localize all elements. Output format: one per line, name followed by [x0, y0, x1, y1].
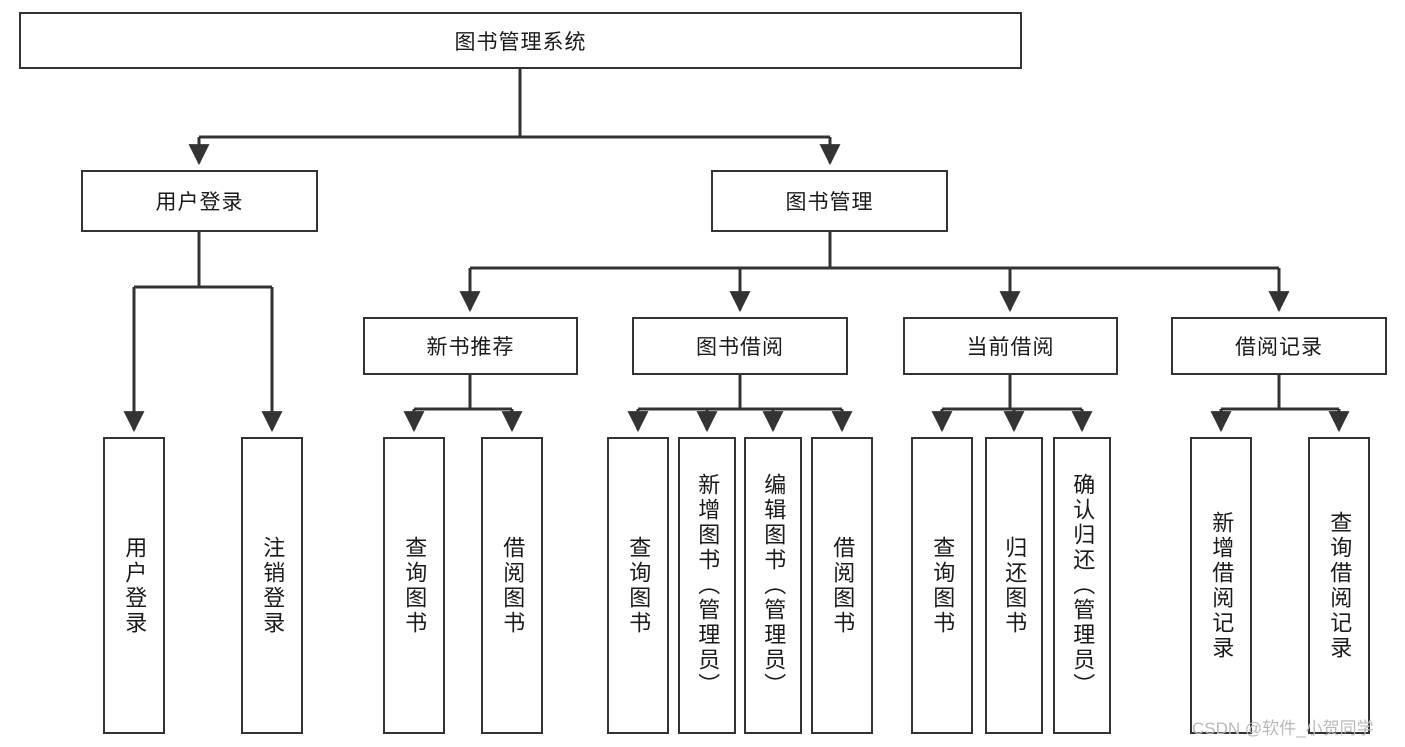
node-label: 查询图书 — [626, 535, 652, 636]
node-label: 图书管理 — [785, 191, 874, 214]
node-leaf-borrow-book-recommend[interactable]: 借阅图书 — [481, 437, 543, 734]
node-level3-borrow-record[interactable]: 借阅记录 — [1171, 317, 1387, 375]
node-label: 图书管理系统 — [454, 30, 587, 54]
node-leaf-edit-book-admin[interactable]: 编辑图书（管理员） — [744, 437, 802, 734]
node-root[interactable]: 图书管理系统 — [19, 12, 1022, 69]
node-label: 图书借阅 — [696, 336, 784, 359]
node-label: 借阅图书 — [830, 535, 856, 636]
node-leaf-query-borrow-record[interactable]: 查询借阅记录 — [1308, 437, 1370, 734]
node-level3-new-book-recommend[interactable]: 新书推荐 — [363, 317, 578, 375]
node-label: 用户登录 — [155, 191, 244, 214]
node-level2-user-login[interactable]: 用户登录 — [81, 170, 318, 232]
node-leaf-query-book-recommend[interactable]: 查询图书 — [383, 437, 445, 734]
node-label: 新书推荐 — [426, 336, 515, 359]
node-level2-book-management[interactable]: 图书管理 — [711, 170, 948, 232]
node-leaf-borrow-book[interactable]: 借阅图书 — [811, 437, 873, 734]
node-leaf-query-book-current[interactable]: 查询图书 — [911, 437, 973, 734]
node-leaf-return-book[interactable]: 归还图书 — [985, 437, 1043, 734]
node-leaf-query-book-borrow[interactable]: 查询图书 — [607, 437, 669, 734]
node-label: 编辑图书（管理员） — [761, 473, 787, 698]
node-label: 新增借阅记录 — [1209, 510, 1235, 661]
node-level3-current-borrow[interactable]: 当前借阅 — [903, 317, 1118, 375]
node-label: 当前借阅 — [966, 336, 1055, 359]
node-label: 查询图书 — [930, 535, 956, 636]
node-leaf-user-login[interactable]: 用户登录 — [103, 437, 165, 734]
node-label: 确认归还（管理员） — [1070, 473, 1096, 698]
node-leaf-add-book-admin[interactable]: 新增图书（管理员） — [678, 437, 736, 734]
csdn-watermark: CSDN @软件_小贺同学 — [1192, 719, 1374, 738]
node-label: 新增图书（管理员） — [695, 473, 721, 698]
node-label: 注销登录 — [260, 535, 286, 636]
node-leaf-logout[interactable]: 注销登录 — [241, 437, 303, 734]
node-level3-book-borrow[interactable]: 图书借阅 — [632, 317, 848, 375]
node-label: 查询图书 — [402, 535, 428, 636]
node-leaf-add-borrow-record[interactable]: 新增借阅记录 — [1190, 437, 1252, 734]
node-label: 用户登录 — [122, 535, 148, 636]
node-label: 查询借阅记录 — [1327, 510, 1353, 661]
node-label: 借阅记录 — [1235, 336, 1323, 359]
node-label: 归还图书 — [1002, 535, 1028, 636]
node-leaf-confirm-return-admin[interactable]: 确认归还（管理员） — [1053, 437, 1111, 734]
node-label: 借阅图书 — [500, 535, 526, 636]
